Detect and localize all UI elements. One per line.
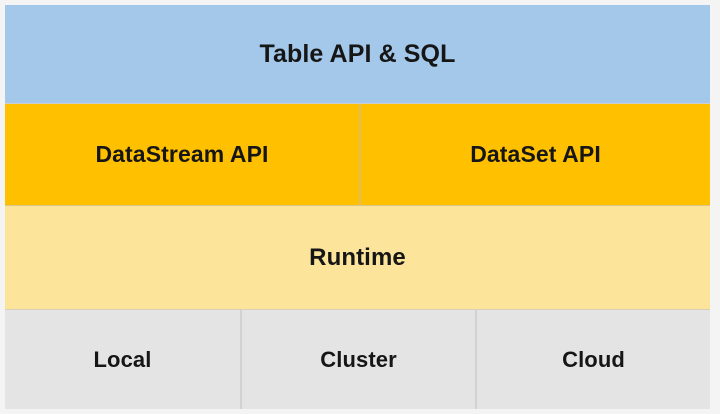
layer-box-local[interactable]: Local [5,310,240,409]
layer-label-table-api-sql: Table API & SQL [259,39,456,68]
layer-row-runtime: Runtime [5,206,710,310]
layer-box-dataset-api[interactable]: DataSet API [361,104,710,205]
layer-label-dataset-api: DataSet API [470,141,601,168]
layer-box-runtime[interactable]: Runtime [5,206,710,309]
layer-label-runtime: Runtime [309,243,406,271]
layer-stack: Table API & SQL DataStream API DataSet A… [5,5,710,409]
layer-row-api-sql: Table API & SQL [5,5,710,104]
layer-label-cloud: Cloud [562,346,625,372]
layer-box-cluster[interactable]: Cluster [240,310,475,409]
layer-box-table-api-sql[interactable]: Table API & SQL [5,5,710,103]
layer-row-core-apis: DataStream API DataSet API [5,104,710,206]
layer-row-deployment: Local Cluster Cloud [5,310,710,409]
layer-box-cloud[interactable]: Cloud [475,310,710,409]
layer-box-datastream-api[interactable]: DataStream API [5,104,361,205]
layer-label-datastream-api: DataStream API [95,141,269,168]
layer-label-local: Local [93,346,152,372]
layer-label-cluster: Cluster [320,346,397,372]
